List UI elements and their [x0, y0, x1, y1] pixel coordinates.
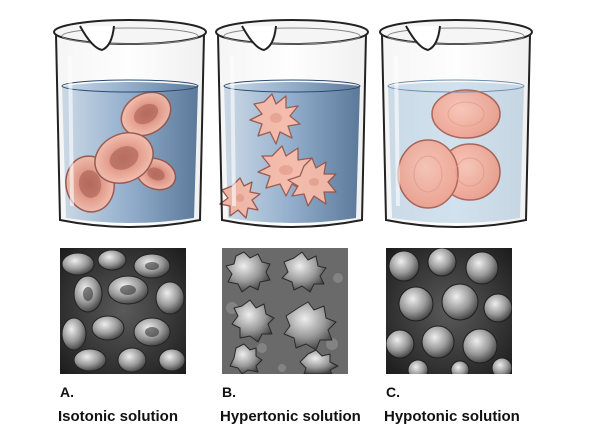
beaker-isotonic — [53, 19, 207, 228]
beaker-hypotonic — [379, 19, 533, 228]
micrograph-hypertonic — [222, 248, 348, 374]
beaker-glass — [53, 19, 207, 228]
panel-caption: Isotonic solution — [58, 408, 178, 425]
beaker-glass — [215, 19, 369, 228]
micrograph-isotonic — [60, 248, 186, 374]
panel-isotonic: A. Isotonic solution — [40, 0, 220, 429]
panel-letter: B. — [222, 384, 236, 400]
panel-hypertonic: B. Hypertonic solution — [202, 0, 382, 429]
panel-caption: Hypertonic solution — [220, 408, 361, 425]
beaker-hypertonic — [215, 19, 369, 228]
micrograph-hypotonic — [386, 248, 512, 374]
panel-letter: A. — [60, 384, 74, 400]
panel-hypotonic: C. Hypotonic solution — [366, 0, 546, 429]
panel-letter: C. — [386, 384, 400, 400]
panel-caption: Hypotonic solution — [384, 408, 520, 425]
beaker-glass — [379, 19, 533, 228]
